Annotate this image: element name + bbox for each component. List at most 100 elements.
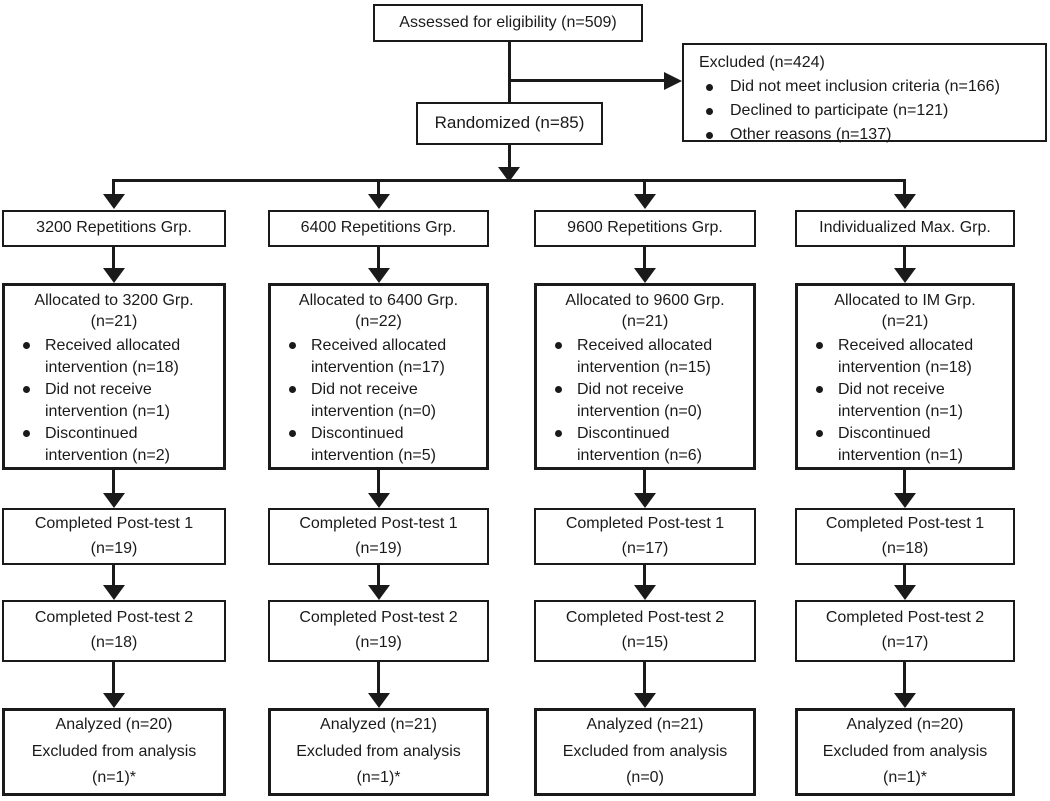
posttest2-n: (n=19) (355, 634, 402, 651)
group-header-box: 9600 Repetitions Grp. (534, 210, 756, 247)
posttest2-label: Completed Post-test 2 (825, 609, 985, 627)
analyzed-excluded-n: (n=1)* (91, 769, 137, 787)
analyzed-box: Analyzed (n=21) Excluded from analysis (… (268, 708, 489, 796)
group-label: 3200 Repetitions Grp. (36, 219, 192, 237)
distribution-line (112, 179, 906, 182)
list-item: Discontinued intervention (n=6) (553, 423, 749, 467)
arrow-down-icon (634, 585, 656, 600)
arrow-down-icon (368, 693, 390, 708)
list-item: Discontinued intervention (n=1) (814, 423, 1008, 467)
list-item: Received allocated intervention (n=17) (287, 335, 482, 379)
analyzed-label: Analyzed (n=21) (586, 716, 704, 734)
posttest2-box: Completed Post-test 2 (n=15) (534, 600, 756, 662)
analyzed-label: Analyzed (n=20) (55, 716, 173, 734)
list-item: Did not receive intervention (n=1) (21, 379, 219, 423)
allocation-item: Discontinued intervention (n=6) (577, 424, 702, 464)
list-item: Declined to participate (n=121) (700, 99, 1033, 123)
arrow-down-icon (894, 268, 916, 283)
group-label: 6400 Repetitions Grp. (300, 219, 457, 237)
posttest1-n: (n=18) (881, 539, 929, 557)
connector-line (377, 470, 380, 494)
analyzed-box: Analyzed (n=20) Excluded from analysis (… (795, 708, 1015, 796)
excluded-box: Excluded (n=424) Did not meet inclusion … (682, 43, 1047, 143)
group-label: 9600 Repetitions Grp. (567, 219, 723, 237)
connector-line (903, 247, 906, 269)
allocation-item: Did not receive intervention (n=0) (577, 380, 702, 420)
arrow-down-icon (103, 194, 125, 209)
connector-line (643, 565, 646, 586)
posttest2-label: Completed Post-test 2 (565, 609, 725, 627)
bullet-dot-icon (814, 386, 838, 393)
bullet-dot-icon (287, 342, 311, 349)
bullet-dot-icon (21, 342, 45, 349)
randomized-box: Randomized (n=85) (416, 102, 603, 145)
analyzed-excluded-n: (n=0) (626, 769, 664, 787)
arrow-down-icon (103, 693, 125, 708)
posttest1-label: Completed Post-test 1 (565, 514, 725, 532)
excluded-item: Other reasons (n=137) (730, 126, 892, 144)
connector-line (643, 470, 646, 494)
bullet-dot-icon (287, 386, 311, 393)
arrow-down-icon (894, 194, 916, 209)
arrow-down-icon (368, 585, 390, 600)
allocation-list: Received allocated intervention (n=18) D… (5, 335, 223, 467)
allocation-item: Did not receive intervention (n=0) (311, 380, 436, 420)
posttest2-box: Completed Post-test 2 (n=19) (268, 600, 489, 662)
allocation-title: Allocated to 3200 Grp. (34, 292, 194, 309)
arrow-down-icon (368, 268, 390, 283)
analyzed-excluded-n: (n=1)* (882, 769, 928, 787)
list-item: Received allocated intervention (n=18) (21, 335, 219, 379)
allocation-item: Received allocated intervention (n=18) (45, 336, 181, 376)
arrow-down-icon (103, 585, 125, 600)
connector-line (112, 182, 115, 195)
allocation-item: Did not receive intervention (n=1) (838, 380, 963, 420)
list-item: Did not receive intervention (n=0) (287, 379, 482, 423)
posttest2-n: (n=18) (90, 634, 138, 651)
allocation-list: Received allocated intervention (n=15) D… (537, 335, 753, 467)
posttest1-box: Completed Post-test 1 (n=19) (2, 508, 226, 565)
allocation-item: Discontinued intervention (n=2) (45, 424, 170, 464)
list-item: Discontinued intervention (n=2) (21, 423, 219, 467)
allocation-title: Allocated to IM Grp. (834, 292, 976, 309)
posttest1-n: (n=19) (355, 539, 402, 557)
arrow-down-icon (634, 194, 656, 209)
analyzed-label: Analyzed (n=21) (320, 716, 437, 734)
connector-line (643, 662, 646, 694)
posttest1-label: Completed Post-test 1 (34, 514, 194, 532)
analyzed-excluded-label: Excluded from analysis (822, 742, 988, 760)
arrow-down-icon (894, 493, 916, 508)
posttest2-label: Completed Post-test 2 (34, 609, 194, 627)
connector-line (903, 565, 906, 586)
allocation-title: Allocated to 9600 Grp. (565, 292, 725, 309)
allocation-list: Received allocated intervention (n=17) D… (271, 335, 486, 467)
allocation-item: Did not receive intervention (n=1) (45, 380, 170, 420)
connector-line (508, 144, 511, 168)
posttest1-box: Completed Post-test 1 (n=17) (534, 508, 756, 565)
arrow-down-icon (368, 194, 390, 209)
group-header-box: 3200 Repetitions Grp. (2, 210, 226, 247)
group-label: Individualized Max. Grp. (819, 219, 991, 237)
posttest1-n: (n=19) (90, 539, 138, 557)
bullet-dot-icon (21, 386, 45, 393)
allocation-item: Received allocated intervention (n=15) (577, 336, 713, 376)
posttest1-box: Completed Post-test 1 (n=18) (795, 508, 1015, 565)
posttest2-box: Completed Post-test 2 (n=17) (795, 600, 1015, 662)
analyzed-excluded-n: (n=1)* (356, 769, 401, 787)
connector-line (643, 182, 646, 195)
excluded-item: Did not meet inclusion criteria (n=166) (730, 78, 1000, 96)
connector-line (903, 182, 906, 195)
connector-line (643, 247, 646, 269)
bullet-dot-icon (21, 430, 45, 437)
arrow-down-icon (103, 268, 125, 283)
allocation-box: Allocated to 6400 Grp. (n=22) Received a… (268, 283, 489, 470)
allocation-title: Allocated to 6400 Grp. (298, 292, 459, 309)
arrow-down-icon (634, 268, 656, 283)
allocation-n: (n=21) (881, 312, 929, 330)
allocation-item: Discontinued intervention (n=5) (311, 424, 436, 464)
eligibility-label: Assessed for eligibility (n=509) (399, 13, 617, 31)
bullet-dot-icon (700, 84, 730, 91)
allocation-box: Allocated to IM Grp. (n=21) Received all… (795, 283, 1015, 470)
connector-line (112, 247, 115, 269)
bullet-dot-icon (814, 430, 838, 437)
